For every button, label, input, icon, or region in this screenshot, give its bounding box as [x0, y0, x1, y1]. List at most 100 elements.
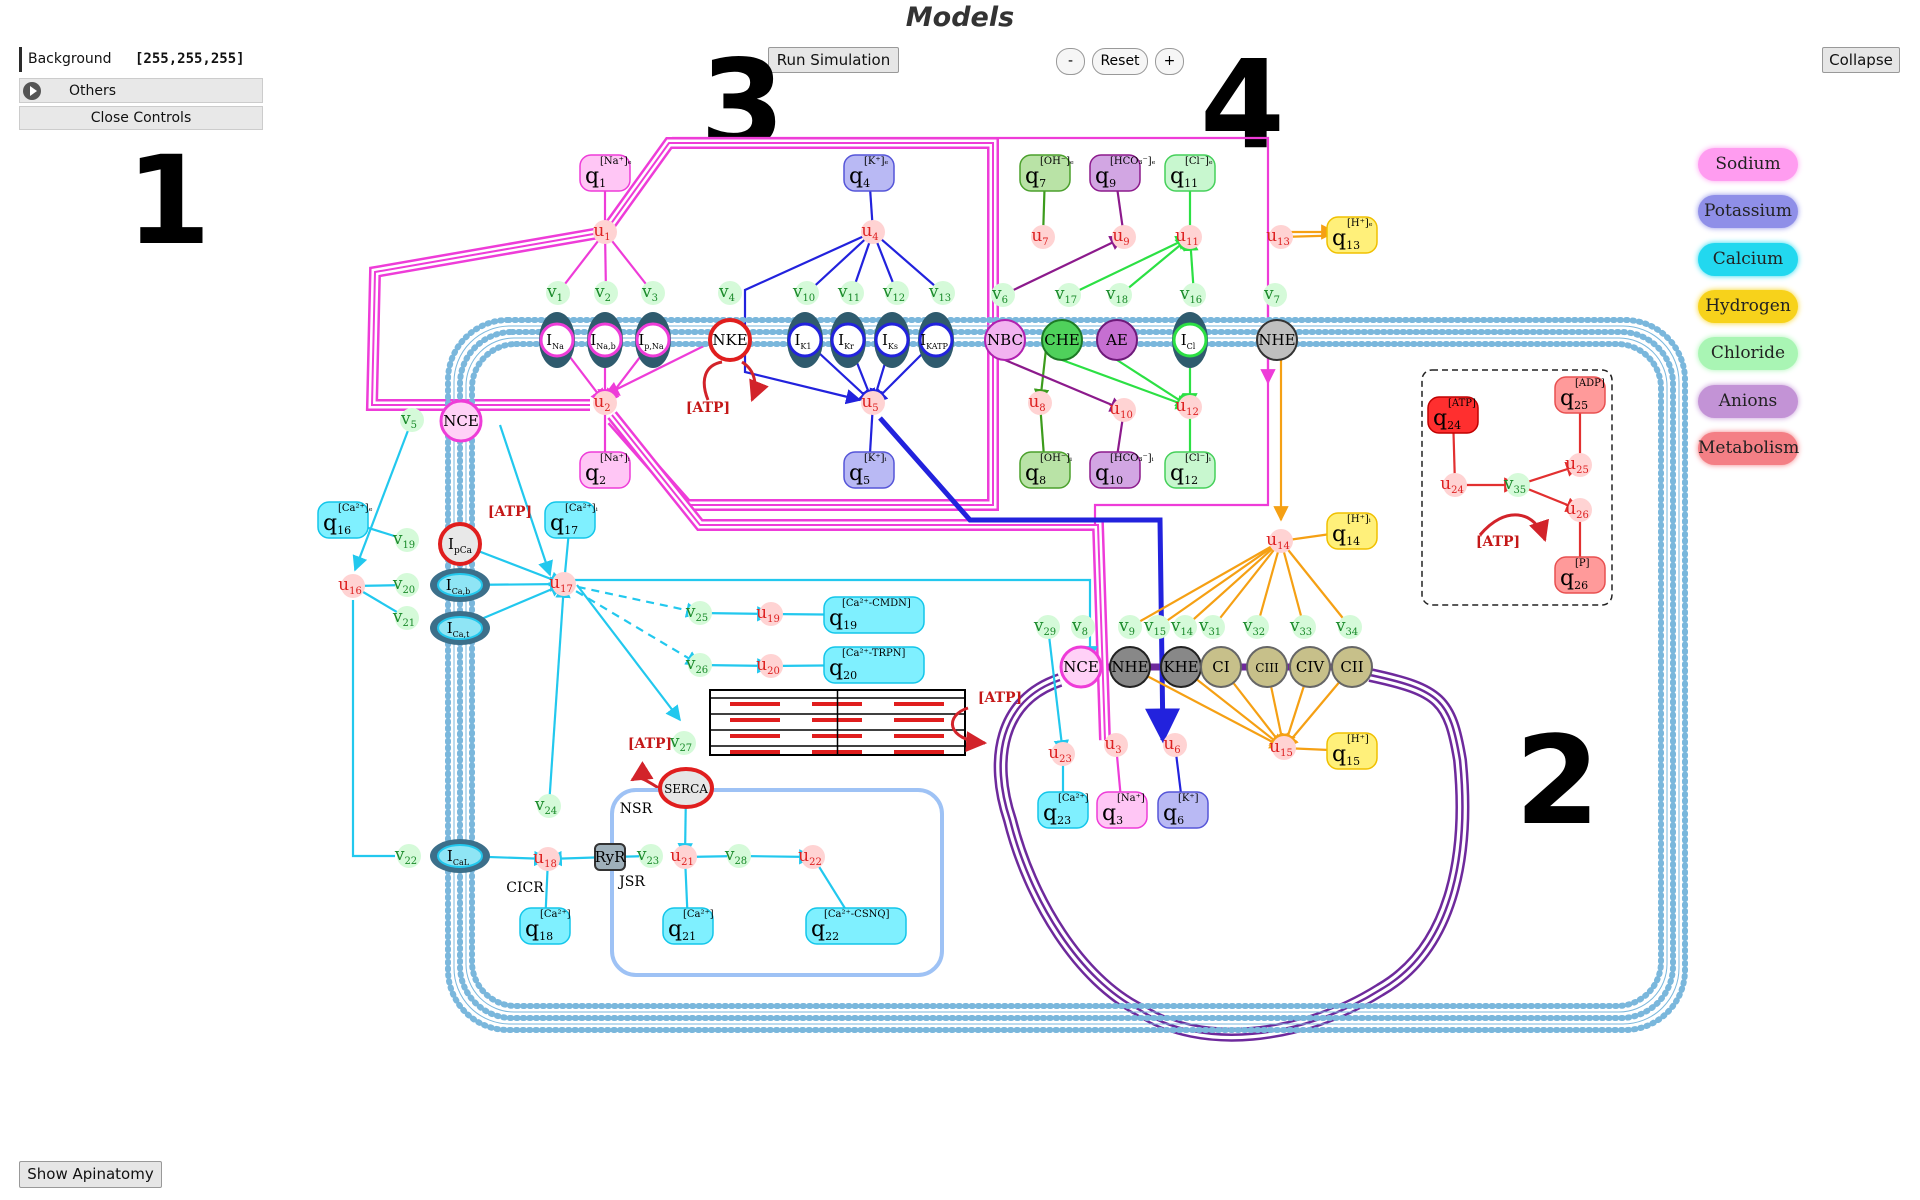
flow-label: v19 — [392, 529, 415, 551]
flow-v24: v24 — [534, 794, 561, 818]
flow-v12: v12 — [882, 281, 909, 305]
potential-u5: u5 — [861, 391, 885, 415]
reset-button[interactable]: Reset — [1092, 48, 1148, 75]
zoom-in-button[interactable]: + — [1155, 48, 1184, 75]
species-q18: [Ca²⁺]q18 — [519, 907, 571, 945]
flow-label: v4 — [718, 282, 735, 304]
others-folder[interactable]: Others — [19, 78, 263, 103]
transporter-label: SERCA — [664, 782, 708, 796]
potential-label: u16 — [338, 575, 362, 597]
potential-label: u4 — [861, 221, 878, 243]
background-control[interactable]: Background [255,255,255] — [19, 47, 266, 72]
flow-glow — [688, 653, 712, 677]
species-sup: [K⁺] — [1178, 793, 1199, 804]
species-box — [1164, 451, 1216, 489]
potential-label: u14 — [1266, 530, 1290, 552]
species-box — [1554, 556, 1606, 594]
legend-sodium: Sodium — [1698, 148, 1798, 181]
potential-u17: u17 — [549, 572, 576, 596]
flow-v13: v13 — [928, 281, 955, 305]
potential-u15: u15 — [1269, 736, 1296, 760]
potential-label: u22 — [798, 846, 822, 868]
atp-label: [ATP] — [978, 690, 1022, 706]
potential-u23: u23 — [1048, 742, 1075, 766]
run-simulation-button[interactable]: Run Simulation — [768, 47, 899, 73]
transporter-ci: CI — [1200, 646, 1242, 688]
flow-label: v7 — [1263, 284, 1280, 306]
transporter-label: NHE — [1111, 658, 1148, 676]
flow-label: v18 — [1105, 284, 1128, 306]
flow-label: v6 — [991, 284, 1008, 306]
channel-label: INa,b — [590, 331, 615, 351]
potential-label: u26 — [1565, 499, 1589, 521]
channel-ICl: ICl — [1172, 312, 1208, 368]
potential-glow — [1178, 225, 1202, 249]
channel-ICab: ICa,b — [430, 568, 490, 602]
flow-v1: v1 — [546, 281, 570, 305]
species-var: q16 — [323, 511, 351, 537]
flow-label: v11 — [837, 282, 860, 304]
flow-glow — [395, 606, 419, 630]
compartment-label-cicr: CICR — [506, 880, 544, 896]
others-label: Others — [69, 83, 117, 99]
potential-u2: u2 — [593, 391, 617, 415]
species-box — [1096, 791, 1148, 829]
atp-label: [ATP] — [628, 736, 672, 752]
flow-v10: v10 — [792, 281, 819, 305]
flow-glow — [688, 601, 712, 625]
flow-label: v12 — [882, 282, 905, 304]
potential-glow — [1031, 225, 1055, 249]
species-box — [1326, 216, 1378, 254]
potential-label: u24 — [1440, 474, 1464, 496]
species-sup: [P] — [1575, 558, 1590, 569]
flow-label: v3 — [641, 282, 658, 304]
species-q19: [Ca²⁺-CMDN]q19 — [823, 596, 925, 634]
potential-glow — [1163, 733, 1187, 757]
flow-label: v16 — [1179, 284, 1202, 306]
flow-glow — [1245, 615, 1269, 639]
flow-v21: v21 — [392, 606, 419, 630]
species-var: q25 — [1560, 386, 1588, 412]
species-var: q9 — [1095, 164, 1116, 190]
species-var: q6 — [1163, 801, 1184, 827]
species-var: q23 — [1043, 801, 1071, 827]
potential-u13: u13 — [1266, 225, 1293, 249]
flow-label: v20 — [392, 574, 415, 596]
channel-label: INa — [546, 331, 564, 351]
flow-v3: v3 — [641, 281, 665, 305]
flow-v23: v23 — [636, 844, 663, 868]
zoom-out-button[interactable]: - — [1056, 48, 1085, 75]
flow-label: v8 — [1071, 616, 1088, 638]
species-var: q24 — [1433, 406, 1461, 432]
species-var: q14 — [1332, 522, 1360, 548]
flow-v17: v17 — [1054, 283, 1081, 307]
species-q23: [Ca²⁺]q23 — [1037, 791, 1089, 829]
flow-label: v15 — [1143, 616, 1166, 638]
channel-label: ICl — [1181, 331, 1196, 351]
flow-v18: v18 — [1105, 283, 1132, 307]
species-box — [1554, 376, 1606, 414]
expand-arrow-icon[interactable] — [23, 82, 41, 100]
potential-label: u18 — [533, 848, 557, 870]
show-apinatomy-button[interactable]: Show Apinatomy — [19, 1161, 162, 1188]
close-controls-button[interactable]: Close Controls — [19, 106, 263, 130]
transporter-label: IpCa — [448, 535, 473, 556]
transporter-khe: KHE — [1160, 646, 1202, 688]
species-box — [1037, 791, 1089, 829]
flow-v14: v14 — [1170, 615, 1197, 639]
collapse-button[interactable]: Collapse — [1822, 47, 1900, 73]
potential-glow — [536, 847, 560, 871]
flow-v7: v7 — [1263, 283, 1287, 307]
flow-label: v33 — [1289, 616, 1312, 638]
species-q7: [OH⁻]ₑq7 — [1019, 154, 1074, 192]
legend-chloride: Chloride — [1698, 337, 1798, 371]
transporter-nke: NKE — [708, 318, 752, 362]
legend-calcium: Calcium — [1698, 242, 1798, 276]
background-value[interactable]: [255,255,255] — [135, 51, 245, 67]
potential-glow — [1443, 473, 1467, 497]
potential-u4: u4 — [861, 220, 885, 244]
flow-glow — [931, 281, 955, 305]
